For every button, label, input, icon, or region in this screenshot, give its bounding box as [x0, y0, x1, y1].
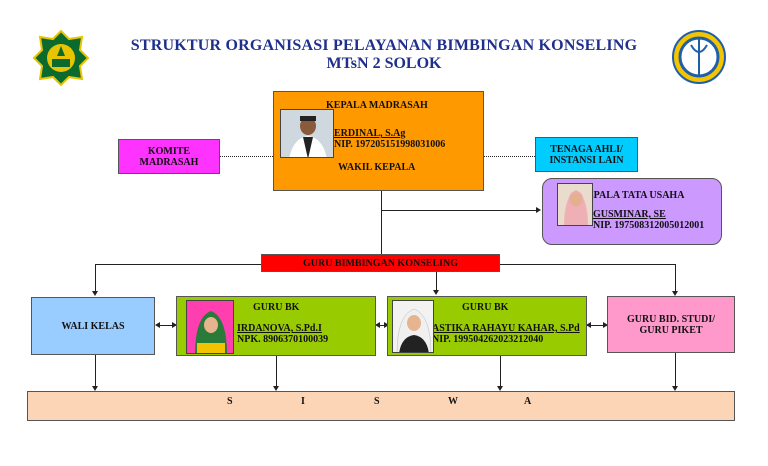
arrow-right-icon [536, 207, 541, 213]
kepala-deputy: WAKIL KEPALA [338, 162, 416, 173]
kepala-photo [280, 109, 334, 158]
connector-to-siswa-2 [276, 356, 277, 386]
arrow-right-icon [384, 322, 389, 328]
guru-bk-header-label: GURU BIMBINGAN KONSELING [302, 257, 459, 269]
tata-usaha-photo [557, 183, 593, 226]
siswa-box: S I S W A [27, 391, 735, 421]
kepala-name: ERDINAL, S.Ag [334, 128, 406, 139]
komite-line1: KOMITE [147, 145, 191, 157]
connector-branch-bid [675, 264, 676, 291]
guru-bk-2-photo [392, 300, 434, 353]
tenaga-ahli-line2: INSTANSI LAIN [549, 154, 624, 166]
guru-bk-1-name: IRDANOVA, S.Pd.I [237, 323, 322, 334]
arrow-down-icon [433, 290, 439, 295]
kepala-nip: NIP. 197205151998031006 [334, 139, 446, 150]
arrow-down-icon [497, 386, 503, 391]
guru-bk-2-role: GURU BK [462, 302, 509, 313]
kemenag-logo [32, 29, 90, 87]
siswa-letter-2: I [301, 396, 305, 407]
connector-kepala-down [381, 191, 382, 254]
arrow-right-icon [603, 322, 608, 328]
guru-bk-1-npk: NPK. 8906370100039 [237, 334, 329, 345]
guru-bk-header-box: GURU BIMBINGAN KONSELING [261, 254, 500, 272]
tata-usaha-name: GUSMINAR, SE [593, 209, 666, 220]
connector-to-siswa-1 [95, 355, 96, 386]
arrow-left-icon [375, 322, 380, 328]
arrow-down-icon [92, 386, 98, 391]
dotted-connector-komite [220, 156, 273, 157]
arrow-down-icon [92, 291, 98, 296]
guru-bk-2-nip: NIP. 199504262023212040 [432, 334, 544, 345]
guru-bid-line2: GURU PIKET [639, 324, 703, 336]
siswa-letter-4: W [448, 396, 458, 407]
arrow-down-icon [273, 386, 279, 391]
connector-wali-bk1 [158, 325, 176, 326]
tata-usaha-role: EPALA TATA USAHA [587, 190, 685, 201]
arrow-down-icon [672, 291, 678, 296]
guru-bk-2-name: ASTIKA RAHAYU KAHAR, S.Pd [432, 323, 580, 334]
guru-bid-studi-box: GURU BID. STUDI/ GURU PIKET [607, 296, 735, 353]
siswa-letter-3: S [374, 396, 380, 407]
connector-bk1-bk2 [377, 325, 387, 326]
page-subtitle: MTsN 2 SOLOK [326, 55, 442, 72]
guru-bk-1-photo [186, 300, 234, 354]
dotted-connector-tenaga-ahli [484, 156, 535, 157]
connector-bk2-bid [587, 325, 607, 326]
komite-madrasah-box: KOMITE MADRASAH [118, 139, 220, 174]
wali-kelas-box: WALI KELAS [31, 297, 155, 355]
tenaga-ahli-box: TENAGA AHLI/ INSTANSI LAIN [535, 137, 638, 172]
arrow-right-icon [172, 322, 177, 328]
arrow-left-icon [586, 322, 591, 328]
siswa-letter-1: S [227, 396, 233, 407]
connector-bk-down [436, 272, 437, 290]
arrow-left-icon [155, 322, 160, 328]
guru-bid-line1: GURU BID. STUDI/ [626, 313, 716, 325]
kepala-role: KEPALA MADRASAH [326, 100, 428, 111]
siswa-letter-5: A [524, 396, 532, 407]
connector-to-siswa-4 [675, 353, 676, 386]
connector-branch-wali [95, 264, 96, 291]
komite-line2: MADRASAH [139, 156, 199, 168]
guru-bk-1-role: GURU BK [253, 302, 300, 313]
tata-usaha-nip: NIP. 197508312005012001 [593, 220, 705, 231]
page-title: STRUKTUR ORGANISASI PELAYANAN BIMBINGAN … [130, 37, 638, 54]
school-logo [671, 29, 727, 85]
tenaga-ahli-line1: TENAGA AHLI/ [550, 143, 623, 155]
connector-to-tata-usaha [381, 210, 536, 211]
arrow-down-icon [672, 386, 678, 391]
wali-kelas-label: WALI KELAS [61, 320, 125, 332]
connector-to-siswa-3 [500, 356, 501, 386]
